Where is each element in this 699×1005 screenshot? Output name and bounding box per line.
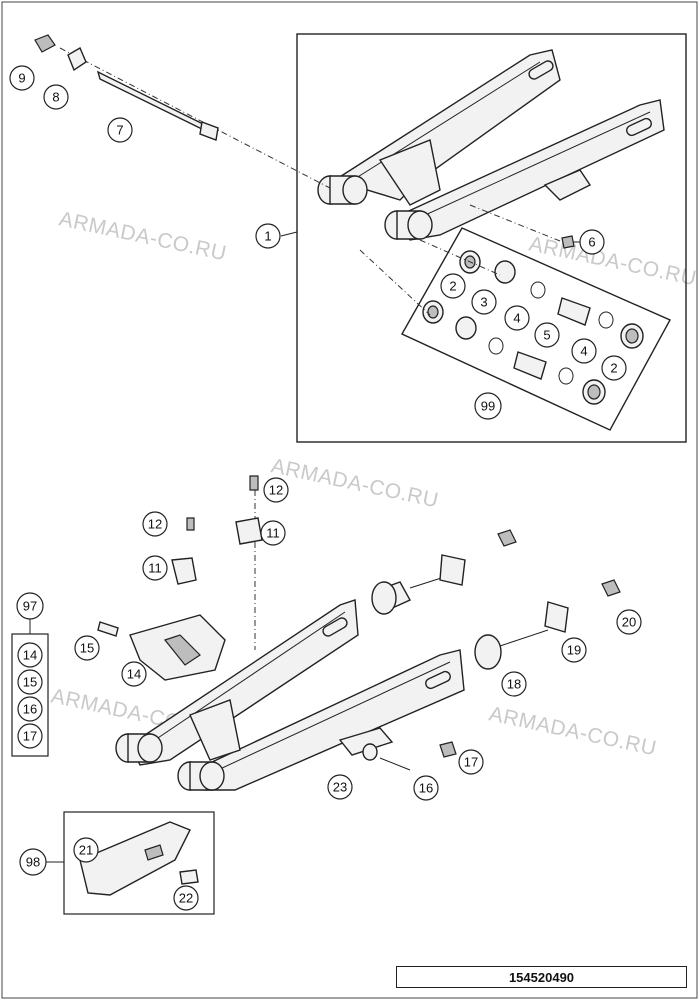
callout-9: 9 — [9, 65, 35, 91]
svg-text:4: 4 — [580, 344, 587, 359]
svg-text:6: 6 — [588, 235, 595, 250]
document-number-box: 154520490 — [396, 966, 687, 988]
svg-text:20: 20 — [622, 615, 636, 630]
kit-98-frame — [63, 811, 215, 915]
swingarm-assembly-frame — [296, 33, 687, 443]
svg-text:7: 7 — [116, 123, 123, 138]
document-number: 154520490 — [508, 969, 575, 985]
svg-text:4: 4 — [513, 311, 520, 326]
bearing-kit-frame — [401, 227, 671, 431]
clips-drawing — [171, 475, 263, 585]
callout-17: 17 — [458, 749, 484, 775]
svg-text:23: 23 — [333, 780, 347, 795]
swingarm-top-drawing — [317, 49, 665, 241]
chain-guide-drawing — [97, 614, 226, 681]
callout-15: 15 — [17, 669, 43, 695]
callout-19: 19 — [561, 637, 587, 663]
callout-12: 12 — [142, 511, 168, 537]
callout-5: 5 — [534, 322, 560, 348]
callout-17: 17 — [17, 723, 43, 749]
callout-15: 15 — [74, 635, 100, 661]
svg-text:15: 15 — [80, 641, 94, 656]
callout-23: 23 — [327, 774, 353, 800]
callouts: 9 8 7 1 6 2 3 4 5 4 2 99 12 12 11 11 97 … — [9, 65, 642, 911]
callout-98: 98 — [19, 848, 47, 876]
callout-22: 22 — [173, 885, 199, 911]
watermark-text: ARMADA-CO.RU — [487, 702, 659, 760]
callout-14: 14 — [17, 642, 43, 668]
callout-12: 12 — [263, 477, 289, 503]
svg-text:98: 98 — [26, 855, 40, 870]
watermarks: ARMADA-CO.RU ARMADA-CO.RU ARMADA-CO.RU A… — [49, 207, 699, 760]
svg-text:11: 11 — [148, 561, 162, 576]
svg-text:14: 14 — [23, 648, 37, 663]
callout-18: 18 — [501, 671, 527, 697]
svg-text:2: 2 — [449, 279, 456, 294]
svg-text:2: 2 — [610, 361, 617, 376]
svg-text:22: 22 — [179, 891, 193, 906]
watermark-text: ARMADA-CO.RU — [527, 232, 699, 290]
svg-text:9: 9 — [18, 71, 25, 86]
callout-97: 97 — [16, 592, 44, 620]
svg-text:8: 8 — [52, 90, 59, 105]
callout-16: 16 — [17, 696, 43, 722]
svg-text:16: 16 — [23, 702, 37, 717]
svg-text:14: 14 — [127, 667, 141, 682]
svg-text:17: 17 — [23, 729, 37, 744]
callout-20: 20 — [616, 609, 642, 635]
callout-2: 2 — [601, 355, 627, 381]
callout-8: 8 — [43, 84, 69, 110]
callout-11: 11 — [142, 555, 168, 581]
svg-text:12: 12 — [269, 483, 283, 498]
callout-7: 7 — [107, 117, 133, 143]
svg-text:19: 19 — [567, 643, 581, 658]
callout-4: 4 — [504, 305, 530, 331]
svg-text:97: 97 — [23, 599, 37, 614]
svg-text:17: 17 — [464, 755, 478, 770]
chain-guard-drawing — [79, 821, 199, 896]
svg-text:15: 15 — [23, 675, 37, 690]
callout-1: 1 — [255, 223, 281, 249]
svg-text:99: 99 — [481, 399, 495, 414]
svg-text:3: 3 — [480, 295, 487, 310]
axle-drawing — [34, 34, 575, 316]
callout-99: 99 — [474, 392, 502, 420]
callout-11: 11 — [260, 520, 286, 546]
callout-21: 21 — [73, 837, 99, 863]
svg-text:5: 5 — [543, 328, 550, 343]
callout-2: 2 — [440, 273, 466, 299]
svg-text:21: 21 — [79, 843, 93, 858]
callout-4: 4 — [571, 338, 597, 364]
svg-text:11: 11 — [266, 526, 280, 541]
callout-3: 3 — [471, 289, 497, 315]
callout-16: 16 — [413, 775, 439, 801]
slide-pads-drawing — [362, 529, 621, 771]
svg-text:1: 1 — [264, 229, 271, 244]
svg-text:16: 16 — [419, 781, 433, 796]
watermark-text: ARMADA-CO.RU — [269, 454, 441, 512]
svg-text:12: 12 — [148, 517, 162, 532]
callout-6: 6 — [579, 229, 605, 255]
svg-text:18: 18 — [507, 677, 521, 692]
swingarm-bottom-drawing — [115, 490, 465, 791]
callout-14: 14 — [121, 661, 147, 687]
watermark-text: ARMADA-CO.RU — [57, 207, 229, 265]
